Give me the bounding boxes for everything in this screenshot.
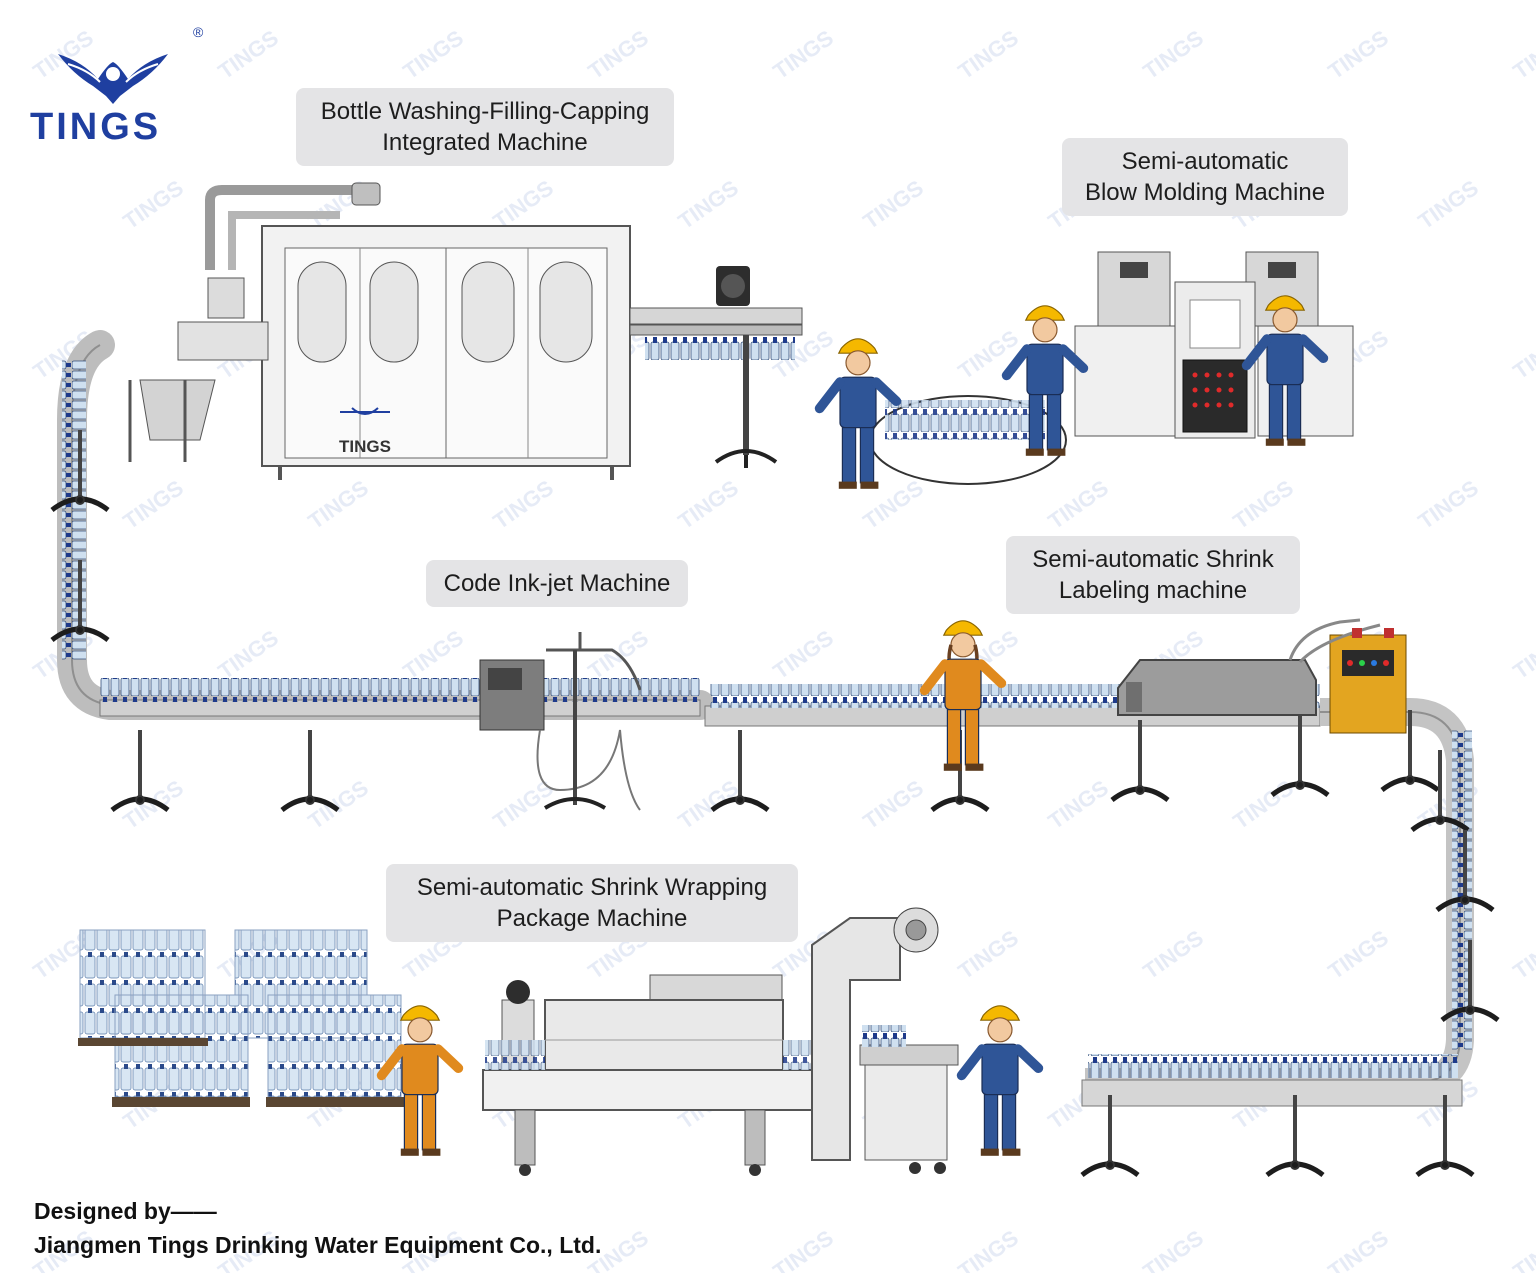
conveyor-stand bbox=[1080, 1095, 1140, 1178]
machine-badge-text: TINGS bbox=[339, 437, 391, 456]
worker bbox=[919, 620, 1007, 771]
label-shrink-labeling: Semi-automatic Shrink Labeling machine bbox=[1006, 536, 1300, 614]
label-line-2: Labeling machine bbox=[1058, 577, 1248, 604]
watermark-text: TINGS bbox=[954, 25, 1023, 84]
label-washing-filling-capping: Bottle Washing-Filling-Capping Integrate… bbox=[296, 88, 674, 166]
label-line-2: Package Machine bbox=[496, 905, 688, 932]
bottles-bottom-right bbox=[1088, 1054, 1458, 1078]
watermark-text: TINGS bbox=[489, 475, 558, 534]
conveyor-stand bbox=[710, 730, 770, 813]
watermark-text: TINGS bbox=[304, 775, 373, 834]
watermark-text: TINGS bbox=[399, 625, 468, 684]
label-line-1: Semi-automatic Shrink Wrapping bbox=[416, 874, 768, 901]
label-line-1: Semi-automatic bbox=[1121, 148, 1289, 175]
label-line-2: Integrated Machine bbox=[382, 129, 588, 156]
conveyor-stand bbox=[1380, 710, 1440, 793]
watermark-text: TINGS bbox=[399, 25, 468, 84]
label-line-1: Code Ink-jet Machine bbox=[443, 570, 671, 597]
eagle-icon bbox=[58, 54, 168, 104]
palletized-packs bbox=[78, 929, 404, 1107]
watermark-text: TINGS bbox=[1414, 175, 1483, 234]
worker bbox=[956, 1005, 1044, 1156]
watermark-text: TINGS bbox=[1139, 925, 1208, 984]
conveyor-stand bbox=[1410, 750, 1470, 833]
conveyor-stand bbox=[1415, 1095, 1475, 1178]
label-code-inkjet: Code Ink-jet Machine bbox=[426, 560, 688, 607]
bottles-right-vertical bbox=[1452, 730, 1472, 1050]
conveyor-stand bbox=[1270, 715, 1330, 798]
watermark-text: TINGS bbox=[954, 925, 1023, 984]
watermark-text: TINGS bbox=[1044, 475, 1113, 534]
label-line-2: Blow Molding Machine bbox=[1084, 179, 1326, 206]
watermark-text: TINGS bbox=[769, 625, 838, 684]
brand-logo bbox=[28, 34, 198, 149]
code-inkjet-machine bbox=[479, 632, 642, 811]
shrink-labeling-machine bbox=[1117, 618, 1407, 734]
conveyor-stand bbox=[110, 730, 170, 813]
watermark-text: TINGS bbox=[674, 475, 743, 534]
brand-name: TINGS bbox=[30, 106, 162, 148]
label-line-1: Semi-automatic Shrink bbox=[1032, 546, 1274, 573]
watermark-text: TINGS bbox=[1324, 1225, 1393, 1273]
conveyor-stand bbox=[1440, 940, 1500, 1023]
watermark-text: TINGS bbox=[954, 1225, 1023, 1273]
watermark-text: TINGS bbox=[1139, 1225, 1208, 1273]
watermark-text: TINGS bbox=[1509, 325, 1536, 384]
label-shrink-wrapping: Semi-automatic Shrink Wrapping Package M… bbox=[386, 864, 798, 942]
watermark-text: TINGS bbox=[1229, 475, 1298, 534]
watermark-text: TINGS bbox=[1139, 25, 1208, 84]
watermark-text: TINGS bbox=[1509, 925, 1536, 984]
bottles-lower-left bbox=[100, 678, 700, 702]
watermark-text: TINGS bbox=[859, 775, 928, 834]
watermark-text: TINGS bbox=[1509, 625, 1536, 684]
label-blow-molding: Semi-automatic Blow Molding Machine bbox=[1062, 138, 1348, 216]
conveyor-stand bbox=[1265, 1095, 1325, 1178]
watermark-text: TINGS bbox=[859, 175, 928, 234]
bottles-left-vertical bbox=[62, 360, 86, 660]
workers bbox=[376, 295, 1329, 1156]
conveyor-stand bbox=[50, 430, 110, 513]
watermark-text: TINGS bbox=[674, 175, 743, 234]
label-line-1: Bottle Washing-Filling-Capping bbox=[320, 98, 650, 125]
watermark-text: TINGS bbox=[1509, 25, 1536, 84]
registered-mark: ® bbox=[193, 24, 204, 40]
watermark-text: TINGS bbox=[1044, 775, 1113, 834]
watermark-text: TINGS bbox=[214, 25, 283, 84]
conveyor-stand bbox=[1110, 720, 1170, 803]
designed-by: Designed by—— bbox=[34, 1198, 217, 1224]
watermark-text: TINGS bbox=[119, 475, 188, 534]
worker bbox=[376, 1005, 464, 1156]
watermark-text: TINGS bbox=[769, 1225, 838, 1273]
shrink-wrapping-machine bbox=[482, 907, 959, 1176]
conveyor-stand bbox=[1435, 830, 1495, 913]
worker bbox=[814, 338, 902, 489]
watermark-text: TINGS bbox=[674, 775, 743, 834]
watermark-text: TINGS bbox=[304, 475, 373, 534]
conveyor-stand bbox=[280, 730, 340, 813]
worker bbox=[1241, 295, 1329, 446]
watermark-text: TINGS bbox=[119, 775, 188, 834]
watermark-text: TINGS bbox=[1324, 25, 1393, 84]
watermark-text: TINGS bbox=[769, 25, 838, 84]
company-name: Jiangmen Tings Drinking Water Equipment … bbox=[34, 1232, 602, 1258]
watermark-text: TINGS bbox=[214, 625, 283, 684]
conveyor-stand bbox=[50, 560, 110, 643]
washing-filling-capping-machine: TINGS bbox=[128, 182, 803, 480]
watermark-text: TINGS bbox=[584, 25, 653, 84]
watermark-text: TINGS bbox=[1324, 925, 1393, 984]
watermark-text: TINGS bbox=[119, 175, 188, 234]
watermark-text: TINGS bbox=[1509, 1225, 1536, 1273]
worker bbox=[1001, 305, 1089, 456]
watermark-text: TINGS bbox=[1414, 475, 1483, 534]
